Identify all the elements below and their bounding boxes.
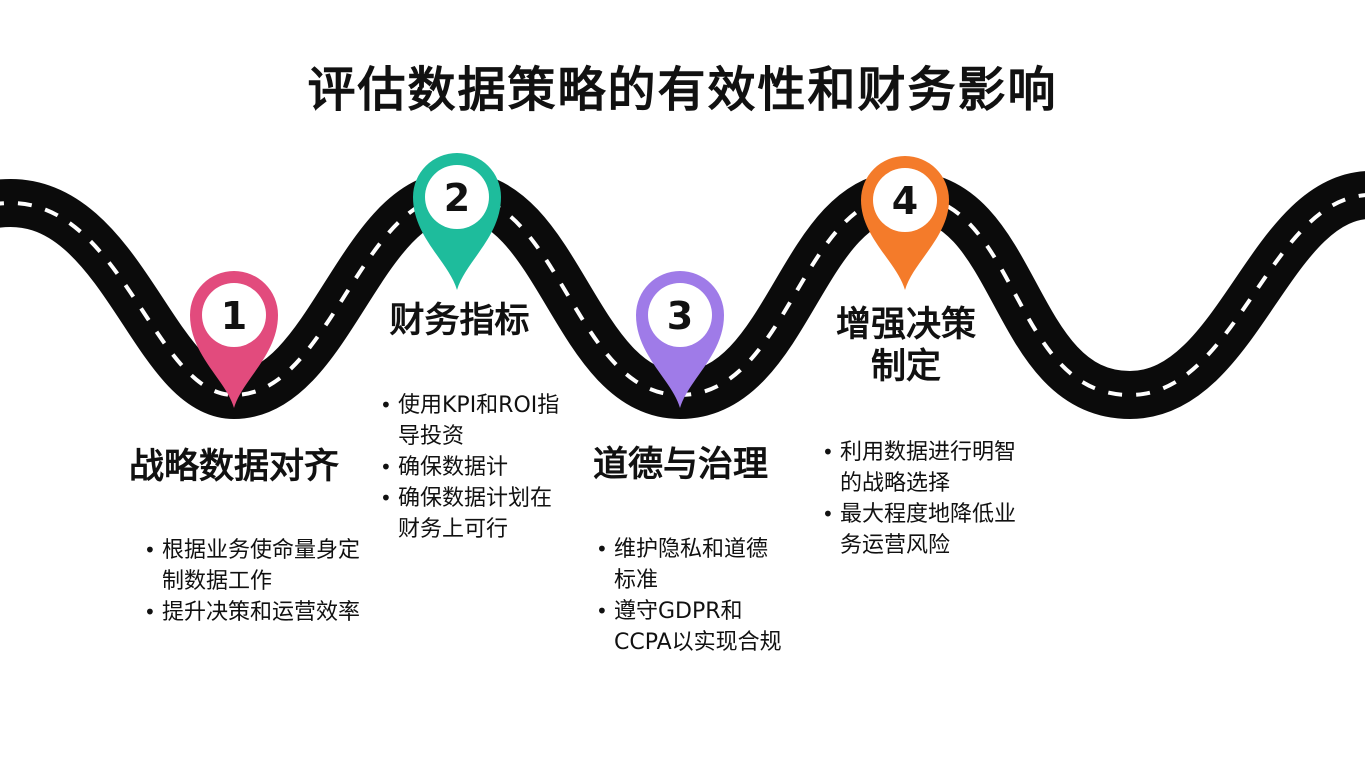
step-4-bullets: 利用数据进行明智的战略选择 最大程度地降低业务运营风险: [820, 437, 1016, 561]
step-1-pin: 1: [190, 271, 278, 408]
step-3-heading: 道德与治理: [592, 445, 768, 485]
step-2-bullets: 使用KPI和ROI指导投资 确保数据计 确保数据计划在财务上可行: [378, 390, 568, 545]
step-4-pin: 4: [861, 156, 949, 290]
list-item: 最大程度地降低业务运营风险: [822, 499, 1016, 561]
list-item: 维护隐私和道德标准: [596, 534, 786, 596]
step-1-number: 1: [221, 294, 247, 338]
step-2-pin: 2: [413, 153, 501, 290]
step-4-heading: 增强决策制定: [835, 305, 976, 387]
list-item: 确保数据计划在财务上可行: [380, 483, 568, 545]
step-4-number: 4: [892, 179, 918, 223]
list-item: 根据业务使命量身定制数据工作: [144, 535, 362, 597]
list-item: 提升决策和运营效率: [144, 597, 362, 628]
page-title: 评估数据策略的有效性和财务影响: [307, 62, 1058, 118]
step-1-heading: 战略数据对齐: [128, 447, 339, 487]
list-item: 遵守GDPR和CCPA以实现合规: [596, 596, 786, 658]
step-3-bullets: 维护隐私和道德标准 遵守GDPR和CCPA以实现合规: [594, 534, 786, 658]
step-1-bullets: 根据业务使命量身定制数据工作 提升决策和运营效率: [142, 535, 362, 628]
step-3-number: 3: [667, 294, 693, 338]
step-2-heading: 财务指标: [389, 301, 530, 341]
step-3-pin: 3: [636, 271, 724, 408]
step-2-number: 2: [444, 176, 470, 220]
list-item: 利用数据进行明智的战略选择: [822, 437, 1016, 499]
list-item: 确保数据计: [380, 452, 568, 483]
list-item: 使用KPI和ROI指导投资: [380, 390, 568, 452]
